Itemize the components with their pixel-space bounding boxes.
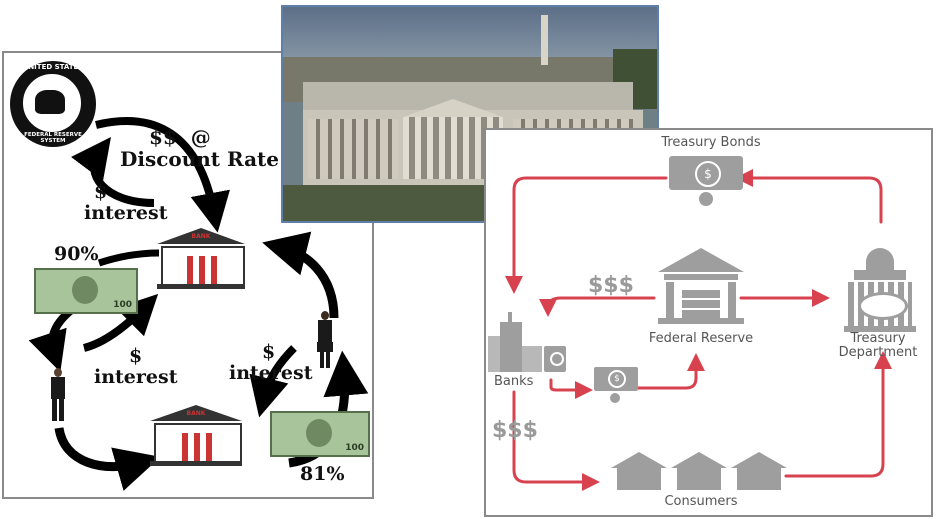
federal-reserve-building-icon [658, 248, 744, 324]
treasury-department-label-line2: Department [838, 345, 918, 360]
percent-top-label: 90% [54, 243, 99, 265]
consumers-houses-icon [611, 452, 787, 492]
bank-sign-bottom: BANK [186, 410, 206, 417]
seal-top-text: UNITED STATES [22, 63, 84, 71]
bank-sign-top: BANK [191, 233, 211, 240]
treasury-bond-certificate-icon: $ [669, 156, 743, 206]
percent-bottom-label: 81% [300, 463, 345, 485]
arrow-seal-to-bank [95, 117, 230, 233]
banks-label: Banks [494, 374, 534, 389]
bank-building-bottom-icon: BANK [150, 405, 242, 467]
arrow-bill-to-person [28, 304, 77, 372]
arrow-woman-to-bank [262, 231, 339, 319]
treasury-department-label-line1: Treasury [850, 331, 906, 346]
bill-value-top: 100 [113, 300, 132, 310]
arrow-bond-to-fed [634, 353, 705, 390]
bill-value-bottom: 100 [345, 443, 364, 453]
discount-symbols: $$ @ [149, 125, 211, 149]
interest-mid-symbol: $ [129, 345, 143, 367]
arrow-person-to-bank2 [54, 427, 161, 491]
federal-reserve-seal-icon: UNITED STATES FEDERAL RESERVE SYSTEM [10, 61, 96, 147]
federal-reserve-flow-panel: Treasury Bonds $ Federal Reserve $$$ Tre… [484, 128, 933, 517]
arrow-interest-to-seal [71, 136, 155, 207]
seal-bottom-text: FEDERAL RESERVE SYSTEM [24, 132, 82, 144]
bond-certificate-small-icon: $ [594, 367, 638, 403]
dollars-banks-label: $$$ [492, 418, 538, 443]
flow-arrows [505, 169, 892, 491]
dollars-fed-label: $$$ [588, 273, 634, 298]
arrow-bonds-to-banks [505, 176, 668, 294]
dollar-bill-bottom-icon: 100 [270, 411, 370, 457]
interest-top-label: interest [84, 202, 168, 224]
cycle-arrows [28, 117, 369, 491]
businessman-figure-icon [49, 368, 67, 423]
businesswoman-figure-icon [314, 311, 336, 369]
interest-right-symbol: $ [262, 341, 276, 363]
arrow-bank-to-bill [97, 249, 160, 267]
dollar-bill-top-icon: 100 [34, 268, 138, 314]
discount-rate-label: Discount Rate [120, 147, 280, 171]
arrow-banks-to-consumers [512, 390, 600, 491]
bank-building-top-icon: BANK [157, 228, 245, 290]
arrow-treasury-to-bonds [735, 169, 883, 224]
arrow-banks-to-bond [549, 378, 593, 399]
interest-top-symbol: $ [94, 181, 108, 203]
treasury-department-capitol-icon [844, 248, 916, 332]
banks-building-icon [488, 312, 566, 372]
interest-mid-label: interest [94, 366, 178, 388]
interest-right-label: interest [229, 362, 313, 384]
arrow-right-interest [249, 345, 297, 418]
consumers-label: Consumers [664, 494, 738, 509]
arrow-person-interest [82, 293, 159, 352]
federal-reserve-label: Federal Reserve [648, 331, 754, 346]
treasury-bonds-label: Treasury Bonds [661, 135, 761, 150]
arrow-fed-to-banks [539, 296, 656, 317]
arrow-consumers-to-treasury [784, 351, 892, 478]
